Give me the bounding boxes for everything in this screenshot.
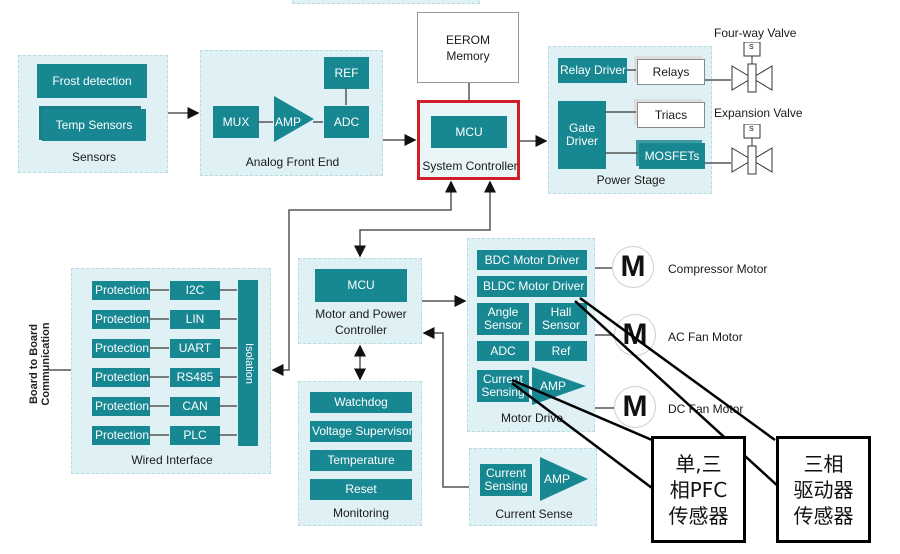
monitoring-voltage-supervisor: Voltage Supervisor bbox=[310, 421, 412, 442]
protection-block: Protection bbox=[92, 397, 150, 416]
motor-drive-current-sensing: Current Sensing bbox=[477, 370, 529, 402]
current-sense-panel: Current Sensing AMP Current Sense bbox=[469, 448, 597, 526]
callout-line-driver-a bbox=[579, 296, 776, 442]
afe-caption: Analog Front End bbox=[245, 155, 340, 169]
protection-block: Protection bbox=[92, 310, 150, 329]
bus-block-uart: UART bbox=[170, 339, 220, 358]
annotation-driver-sensor: 三相 驱动器 传感器 bbox=[776, 436, 871, 543]
bdc-motor-driver: BDC Motor Driver bbox=[477, 250, 587, 270]
hall-sensor-line2: Sensor bbox=[541, 318, 581, 332]
eeprom-line2: Memory bbox=[446, 48, 490, 63]
temp-sensors-block: Temp Sensors bbox=[42, 109, 146, 141]
hall-sensor-block: Hall Sensor bbox=[535, 303, 587, 335]
dc-fan-motor-icon: M bbox=[614, 386, 656, 428]
system-controller-panel: MCU System Controller bbox=[417, 100, 520, 180]
annotation-pfc-line3: 传感器 bbox=[668, 503, 729, 528]
current-sense-amp-label: AMP bbox=[544, 472, 571, 486]
monitoring-watchdog: Watchdog bbox=[310, 392, 412, 413]
afe-mux-block: MUX bbox=[213, 106, 259, 138]
triacs-block: Triacs bbox=[637, 102, 705, 128]
motor-drive-amp-label: AMP bbox=[540, 379, 567, 393]
sensors-caption: Sensors bbox=[71, 150, 117, 164]
bus-block-lin: LIN bbox=[170, 310, 220, 329]
monitoring-panel: Watchdog Voltage Supervisor Temperature … bbox=[298, 381, 422, 526]
expansion-valve-label: Expansion Valve bbox=[714, 106, 803, 120]
expansion-valve-icon: S bbox=[730, 123, 780, 178]
compressor-motor-label: Compressor Motor bbox=[668, 262, 768, 276]
gate-driver-line1: Gate bbox=[568, 121, 595, 135]
afe-panel: MUX AMP ADC REF Analog Front End bbox=[200, 50, 383, 176]
afe-amp-triangle bbox=[274, 96, 314, 142]
afe-amp-label: AMP bbox=[275, 115, 302, 129]
bldc-motor-driver: BLDC Motor Driver bbox=[477, 276, 587, 297]
motor-drive-panel: BDC Motor Driver BLDC Motor Driver Angle… bbox=[467, 238, 595, 432]
annotation-driver-line3: 传感器 bbox=[793, 503, 854, 528]
relays-block: Relays bbox=[637, 59, 705, 85]
board-comm-label: Board to Board Communication bbox=[28, 316, 52, 412]
system-controller-mcu: MCU bbox=[431, 116, 507, 148]
annotation-pfc-sensor: 单,三 相PFC 传感器 bbox=[651, 436, 746, 543]
four-way-valve-s: S bbox=[749, 44, 754, 51]
angle-sensor-block: Angle Sensor bbox=[477, 303, 529, 335]
protection-block: Protection bbox=[92, 339, 150, 358]
ac-fan-motor-label: AC Fan Motor bbox=[668, 330, 743, 344]
afe-adc-block: ADC bbox=[324, 106, 369, 138]
annotation-driver-line1: 三相 bbox=[803, 451, 844, 476]
angle-sensor-line2: Sensor bbox=[483, 318, 523, 332]
bus-block-i2c: I2C bbox=[170, 281, 220, 300]
expansion-valve-s: S bbox=[749, 126, 754, 133]
protection-block: Protection bbox=[92, 281, 150, 300]
annotation-pfc-line1: 单,三 bbox=[675, 451, 722, 476]
bus-block-plc: PLC bbox=[170, 426, 220, 445]
frost-detection-block: Frost detection bbox=[37, 64, 147, 98]
bus-block-rs485: RS485 bbox=[170, 368, 220, 387]
motor-drive-caption: Motor Drive bbox=[500, 411, 563, 425]
board-comm-line1: Board to Board bbox=[28, 323, 40, 405]
wired-interface-caption: Wired Interface bbox=[131, 453, 213, 467]
isolation-label: Isolation bbox=[242, 342, 255, 384]
hall-sensor-line1: Hall bbox=[550, 305, 572, 319]
wire-currentsense-motorctl bbox=[422, 327, 469, 488]
four-way-valve-icon: S bbox=[730, 41, 780, 96]
top-panel-fragment bbox=[292, 0, 480, 4]
monitoring-caption: Monitoring bbox=[332, 506, 390, 520]
angle-sensor-line1: Angle bbox=[487, 305, 519, 319]
dc-fan-motor-label: DC Fan Motor bbox=[668, 402, 744, 416]
protection-block: Protection bbox=[92, 368, 150, 387]
gate-driver-block: Gate Driver bbox=[558, 101, 606, 169]
current-sense-caption: Current Sense bbox=[495, 507, 573, 521]
isolation-block: Isolation bbox=[238, 280, 258, 446]
mosfets-block: MOSFETs bbox=[639, 143, 705, 169]
monitoring-temperature: Temperature bbox=[310, 450, 412, 471]
board-comm-line2: Communication bbox=[40, 322, 52, 406]
motor-drive-adc: ADC bbox=[477, 341, 529, 361]
annotation-pfc-line2: 相PFC bbox=[669, 477, 728, 502]
motor-power-caption-line2: Controller bbox=[334, 323, 388, 337]
power-stage-panel: Relay Driver Relays Gate Driver Triacs M… bbox=[548, 46, 712, 194]
motor-power-controller-panel: MCU Motor and Power Controller bbox=[298, 258, 422, 344]
motor-power-caption: Motor and Power Controller bbox=[299, 306, 423, 338]
compressor-motor-icon: M bbox=[612, 246, 654, 288]
gate-driver-line2: Driver bbox=[566, 134, 598, 148]
annotation-driver-line2: 驱动器 bbox=[793, 477, 854, 502]
eeprom-memory-block: EEROM Memory bbox=[417, 12, 519, 83]
bus-block-can: CAN bbox=[170, 397, 220, 416]
cs-line2: Sensing bbox=[484, 479, 528, 493]
motor-drive-ref: Ref bbox=[535, 341, 587, 361]
protection-block: Protection bbox=[92, 426, 150, 445]
afe-ref-block: REF bbox=[324, 57, 369, 89]
system-controller-caption: System Controller bbox=[422, 159, 518, 173]
relay-driver-block: Relay Driver bbox=[558, 58, 627, 83]
four-way-valve-label: Four-way Valve bbox=[714, 26, 797, 40]
ac-fan-motor-icon: M bbox=[614, 314, 656, 356]
motor-power-caption-line1: Motor and Power bbox=[315, 307, 407, 321]
monitoring-reset: Reset bbox=[310, 479, 412, 500]
motor-power-mcu: MCU bbox=[315, 269, 407, 302]
current-sense-sensing: Current Sensing bbox=[480, 464, 532, 496]
eeprom-line1: EEROM bbox=[445, 32, 490, 47]
md-cs-line2: Sensing bbox=[481, 385, 525, 399]
power-stage-caption: Power Stage bbox=[596, 173, 666, 187]
sensors-panel: Frost detection Temp Sensors Sensors bbox=[18, 55, 168, 173]
